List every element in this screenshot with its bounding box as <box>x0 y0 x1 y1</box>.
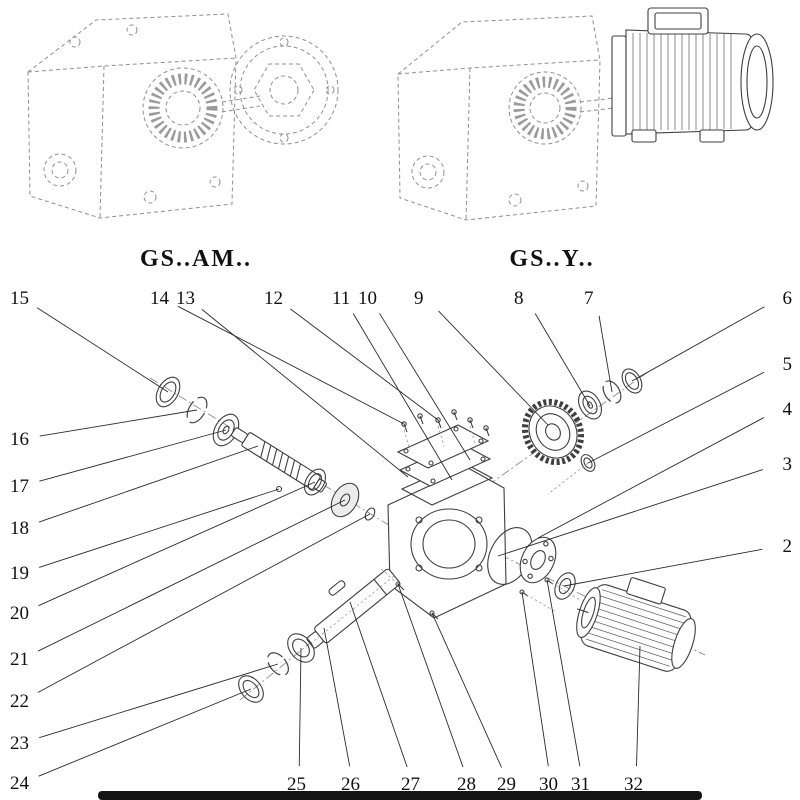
part-bearing-25 <box>287 633 315 663</box>
part-oil-seal-24 <box>238 675 264 703</box>
callout-number-32: 32 <box>624 774 643 795</box>
callout-number-23: 23 <box>10 733 29 754</box>
callout-number-27: 27 <box>401 774 420 795</box>
callout-number-3: 3 <box>783 454 793 475</box>
part-adapter-ring-2 <box>554 572 576 600</box>
callout-number-8: 8 <box>514 288 524 309</box>
leader-line-29 <box>431 612 503 768</box>
callout-number-19: 19 <box>10 563 29 584</box>
leader-line-13 <box>201 309 409 478</box>
callout-number-28: 28 <box>457 774 476 795</box>
part-snap-ring-16 <box>186 396 208 424</box>
callout-number-6: 6 <box>783 288 793 309</box>
leader-line-24 <box>38 688 252 777</box>
leader-line-12 <box>290 308 439 421</box>
leader-line-25 <box>298 647 302 767</box>
leader-line-7 <box>598 315 613 393</box>
gearbox-gs-am-drawing <box>27 13 339 219</box>
callout-number-10: 10 <box>358 288 377 309</box>
callout-number-26: 26 <box>341 774 360 795</box>
leader-line-2 <box>563 548 763 587</box>
callout-number-16: 16 <box>10 429 29 450</box>
callout-number-12: 12 <box>264 288 283 309</box>
leader-line-16 <box>39 409 198 437</box>
leader-line-21 <box>37 499 346 652</box>
leader-line-20 <box>38 481 316 607</box>
leader-line-3 <box>497 469 764 557</box>
callout-number-15: 15 <box>10 288 29 309</box>
callout-number-2: 2 <box>783 536 793 557</box>
leader-line-4 <box>537 417 765 539</box>
callout-number-24: 24 <box>10 773 30 794</box>
exploded-view <box>149 368 706 703</box>
part-motor-32 <box>576 577 696 672</box>
input-hub-splines <box>148 73 218 143</box>
part-snap-ring-23 <box>267 652 289 676</box>
part-housing-screws <box>379 567 439 620</box>
part-key-27 <box>328 580 346 596</box>
callout-number-7: 7 <box>584 288 594 309</box>
leader-line-19 <box>38 488 280 568</box>
callout-number-30: 30 <box>539 774 558 795</box>
leader-line-23 <box>39 663 279 739</box>
part-bearing-8 <box>577 390 603 420</box>
input-hub-splines <box>513 76 577 140</box>
motor-terminal-box <box>626 577 666 605</box>
callout-number-14: 14 <box>150 288 170 309</box>
motor-drawing <box>611 7 774 143</box>
leader-line-22 <box>37 513 371 693</box>
callout-number-21: 21 <box>10 649 29 670</box>
callout-number-11: 11 <box>332 288 350 309</box>
worm-shaft-axis <box>149 377 401 533</box>
leader-line-15 <box>36 307 169 393</box>
part-worm-shaft-18 <box>231 427 327 493</box>
part-cover-plate-13 <box>396 424 490 469</box>
leader-line-14 <box>177 305 405 425</box>
callout-number-9: 9 <box>414 288 424 309</box>
part-housing <box>387 461 507 619</box>
part-snap-ring-7 <box>602 380 622 404</box>
leader-line-6 <box>631 306 765 382</box>
model-label-gs-y: GS..Y.. <box>509 246 594 272</box>
callout-number-25: 25 <box>287 774 306 795</box>
leader-line-26 <box>323 627 351 767</box>
callout-number-5: 5 <box>783 354 793 375</box>
leader-line-8 <box>534 313 591 407</box>
gearbox-gs-y-drawing <box>397 7 774 221</box>
leader-line-17 <box>39 429 227 482</box>
leader-line-10 <box>379 313 471 461</box>
leader-line-27 <box>349 601 408 768</box>
callout-number-13: 13 <box>176 288 195 309</box>
leader-line-28 <box>397 583 464 768</box>
part-bearing-20 <box>303 468 327 496</box>
leader-line-32 <box>636 645 641 767</box>
callout-number-18: 18 <box>10 518 29 539</box>
leader-line-31 <box>546 579 581 767</box>
callout-number-22: 22 <box>10 691 29 712</box>
model-label-gs-am: GS..AM.. <box>140 246 252 272</box>
terminal-box <box>647 7 709 35</box>
part-cover-screws <box>401 409 490 451</box>
fan-cover <box>740 33 774 131</box>
leader-line-9 <box>438 310 549 426</box>
callout-number-20: 20 <box>10 603 29 624</box>
part-flange-4 <box>519 536 557 584</box>
leader-line-30 <box>521 591 549 767</box>
page-edge-bar <box>98 791 702 800</box>
leader-line-18 <box>38 445 259 523</box>
callout-number-29: 29 <box>497 774 516 795</box>
leader-line-5 <box>587 371 765 464</box>
output-flange <box>229 35 339 145</box>
callout-number-4: 4 <box>783 399 793 420</box>
callout-number-31: 31 <box>571 774 590 795</box>
leader-line-11 <box>352 313 453 481</box>
part-ring-22 <box>364 507 376 521</box>
callout-number-17: 17 <box>10 476 29 497</box>
part-helical-gear-9 <box>521 398 585 466</box>
